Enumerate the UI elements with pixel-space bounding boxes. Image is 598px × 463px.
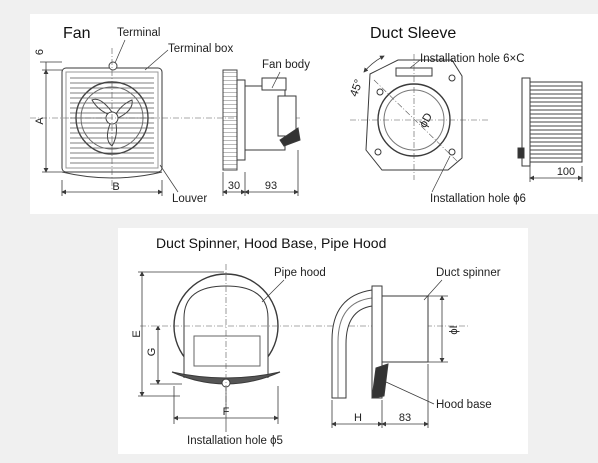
hood-base-leader <box>385 381 435 405</box>
duct-spinner-leader <box>423 279 443 301</box>
pipe-hood-label: Pipe hood <box>274 267 326 279</box>
duct-sleeve-title: Duct Sleeve <box>370 25 456 42</box>
fan-side-dimension-lines <box>222 150 299 196</box>
fan-dim-ninety-three: 93 <box>265 180 277 192</box>
install-hole-top-label: Installation hole 6×C <box>420 53 525 65</box>
hood-side-view <box>331 285 429 399</box>
terminal-box-leader <box>144 49 169 71</box>
hood-base-label: Hood base <box>436 399 492 411</box>
hood-dim-g: G <box>146 348 158 357</box>
fan-body-label: Fan body <box>262 59 310 71</box>
hood-install-hole-label: Installation hole ϕ5 <box>187 435 283 447</box>
louver-label: Louver <box>172 193 207 205</box>
duct-sleeve-dim-hundred: 100 <box>557 166 575 178</box>
fan-side-view <box>222 69 301 171</box>
terminal-label: Terminal <box>117 27 160 39</box>
fan-dim-b: B <box>112 181 119 193</box>
hood-side-dimension-lines <box>331 295 448 428</box>
hood-dim-e: E <box>131 330 143 337</box>
install-hole-bottom-leader <box>431 155 451 193</box>
fan-dim-a: A <box>34 117 46 125</box>
angle-label: 45° <box>348 78 365 98</box>
fan-dim-thirty: 30 <box>228 180 240 192</box>
louver-leader <box>159 164 179 193</box>
duct-spinner-label: Duct spinner <box>436 267 501 279</box>
hood-dim-phi-i: ϕI <box>448 325 460 334</box>
terminal-box-label: Terminal box <box>168 43 233 55</box>
angle-arc <box>363 55 385 73</box>
install-hole-top-leader <box>409 59 421 69</box>
fan-title: Fan <box>63 25 91 42</box>
fan-body-leader <box>271 71 281 89</box>
hood-dim-h: H <box>354 412 362 424</box>
fan-dimension-lines <box>40 61 163 196</box>
hood-title: Duct Spinner, Hood Base, Pipe Hood <box>156 235 386 251</box>
duct-sleeve-dimension-lines <box>529 166 583 182</box>
hood-dim-eighty-three: 83 <box>399 412 411 424</box>
duct-sleeve-centerlines <box>350 54 490 180</box>
duct-sleeve-side-view <box>517 77 583 167</box>
fan-dim-six: 6 <box>34 49 46 55</box>
terminal-leader <box>114 39 126 64</box>
install-hole-bottom-label: Installation hole ϕ6 <box>430 193 526 205</box>
pipe-hood-leader <box>261 279 285 303</box>
